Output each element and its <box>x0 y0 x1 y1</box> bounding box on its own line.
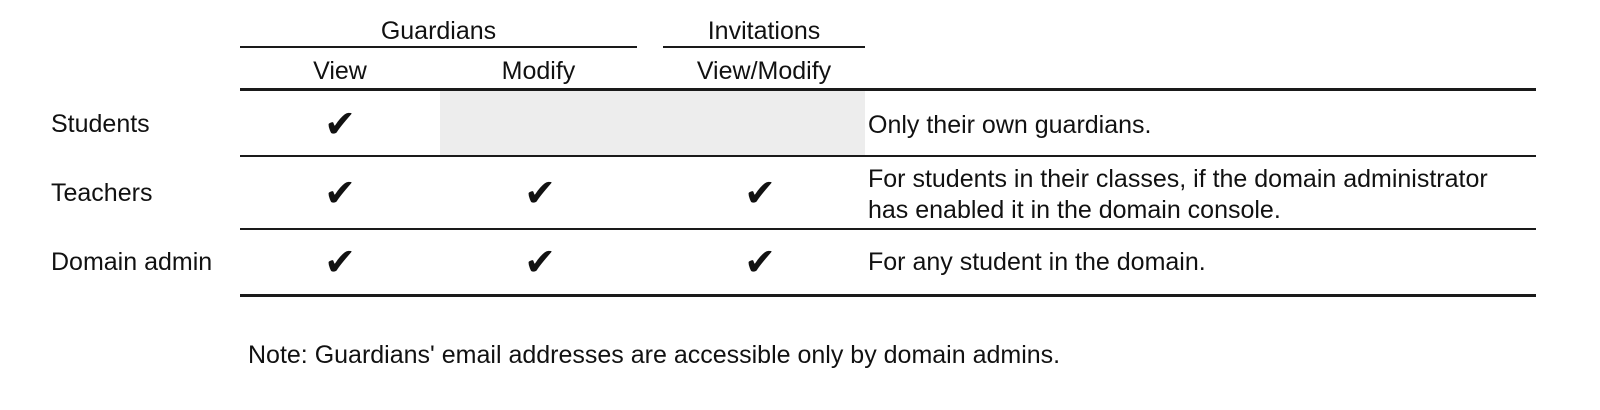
row-label-domain-admin: Domain admin <box>51 248 213 276</box>
row-label-teachers: Teachers <box>51 179 153 207</box>
check-teachers-invitations-view-modify: ✔ <box>744 171 776 215</box>
check-teachers-guardians-view: ✔ <box>324 171 356 215</box>
check-domain-admin-guardians-modify: ✔ <box>524 240 556 284</box>
group-header-guardians: Guardians <box>380 17 497 45</box>
row-rule-1 <box>240 155 1536 157</box>
column-header-view: View <box>313 57 367 85</box>
table-top-rule <box>240 88 1536 91</box>
cell-teachers-details: For students in their classes, if the do… <box>868 165 1488 224</box>
table-bottom-rule <box>240 294 1536 297</box>
check-teachers-guardians-modify: ✔ <box>524 171 556 215</box>
check-domain-admin-invitations-view-modify: ✔ <box>744 240 776 284</box>
footnote-text: Note: Guardians' email addresses are acc… <box>248 341 1061 369</box>
check-domain-admin-guardians-view: ✔ <box>324 240 356 284</box>
cell-students-unavailable-shade <box>440 91 865 155</box>
cell-domain-admin-details: For any student in the domain. <box>868 248 1206 276</box>
column-header-view-modify: View/Modify <box>696 57 832 85</box>
check-students-guardians-view: ✔ <box>324 102 356 146</box>
group-header-invitations: Invitations <box>707 17 821 45</box>
row-label-students: Students <box>51 110 150 138</box>
group-header-rule-invitations <box>663 46 865 48</box>
group-header-rule-guardians <box>240 46 637 48</box>
row-rule-2 <box>240 228 1536 230</box>
column-header-modify: Modify <box>501 57 576 85</box>
cell-students-details: Only their own guardians. <box>868 111 1152 139</box>
